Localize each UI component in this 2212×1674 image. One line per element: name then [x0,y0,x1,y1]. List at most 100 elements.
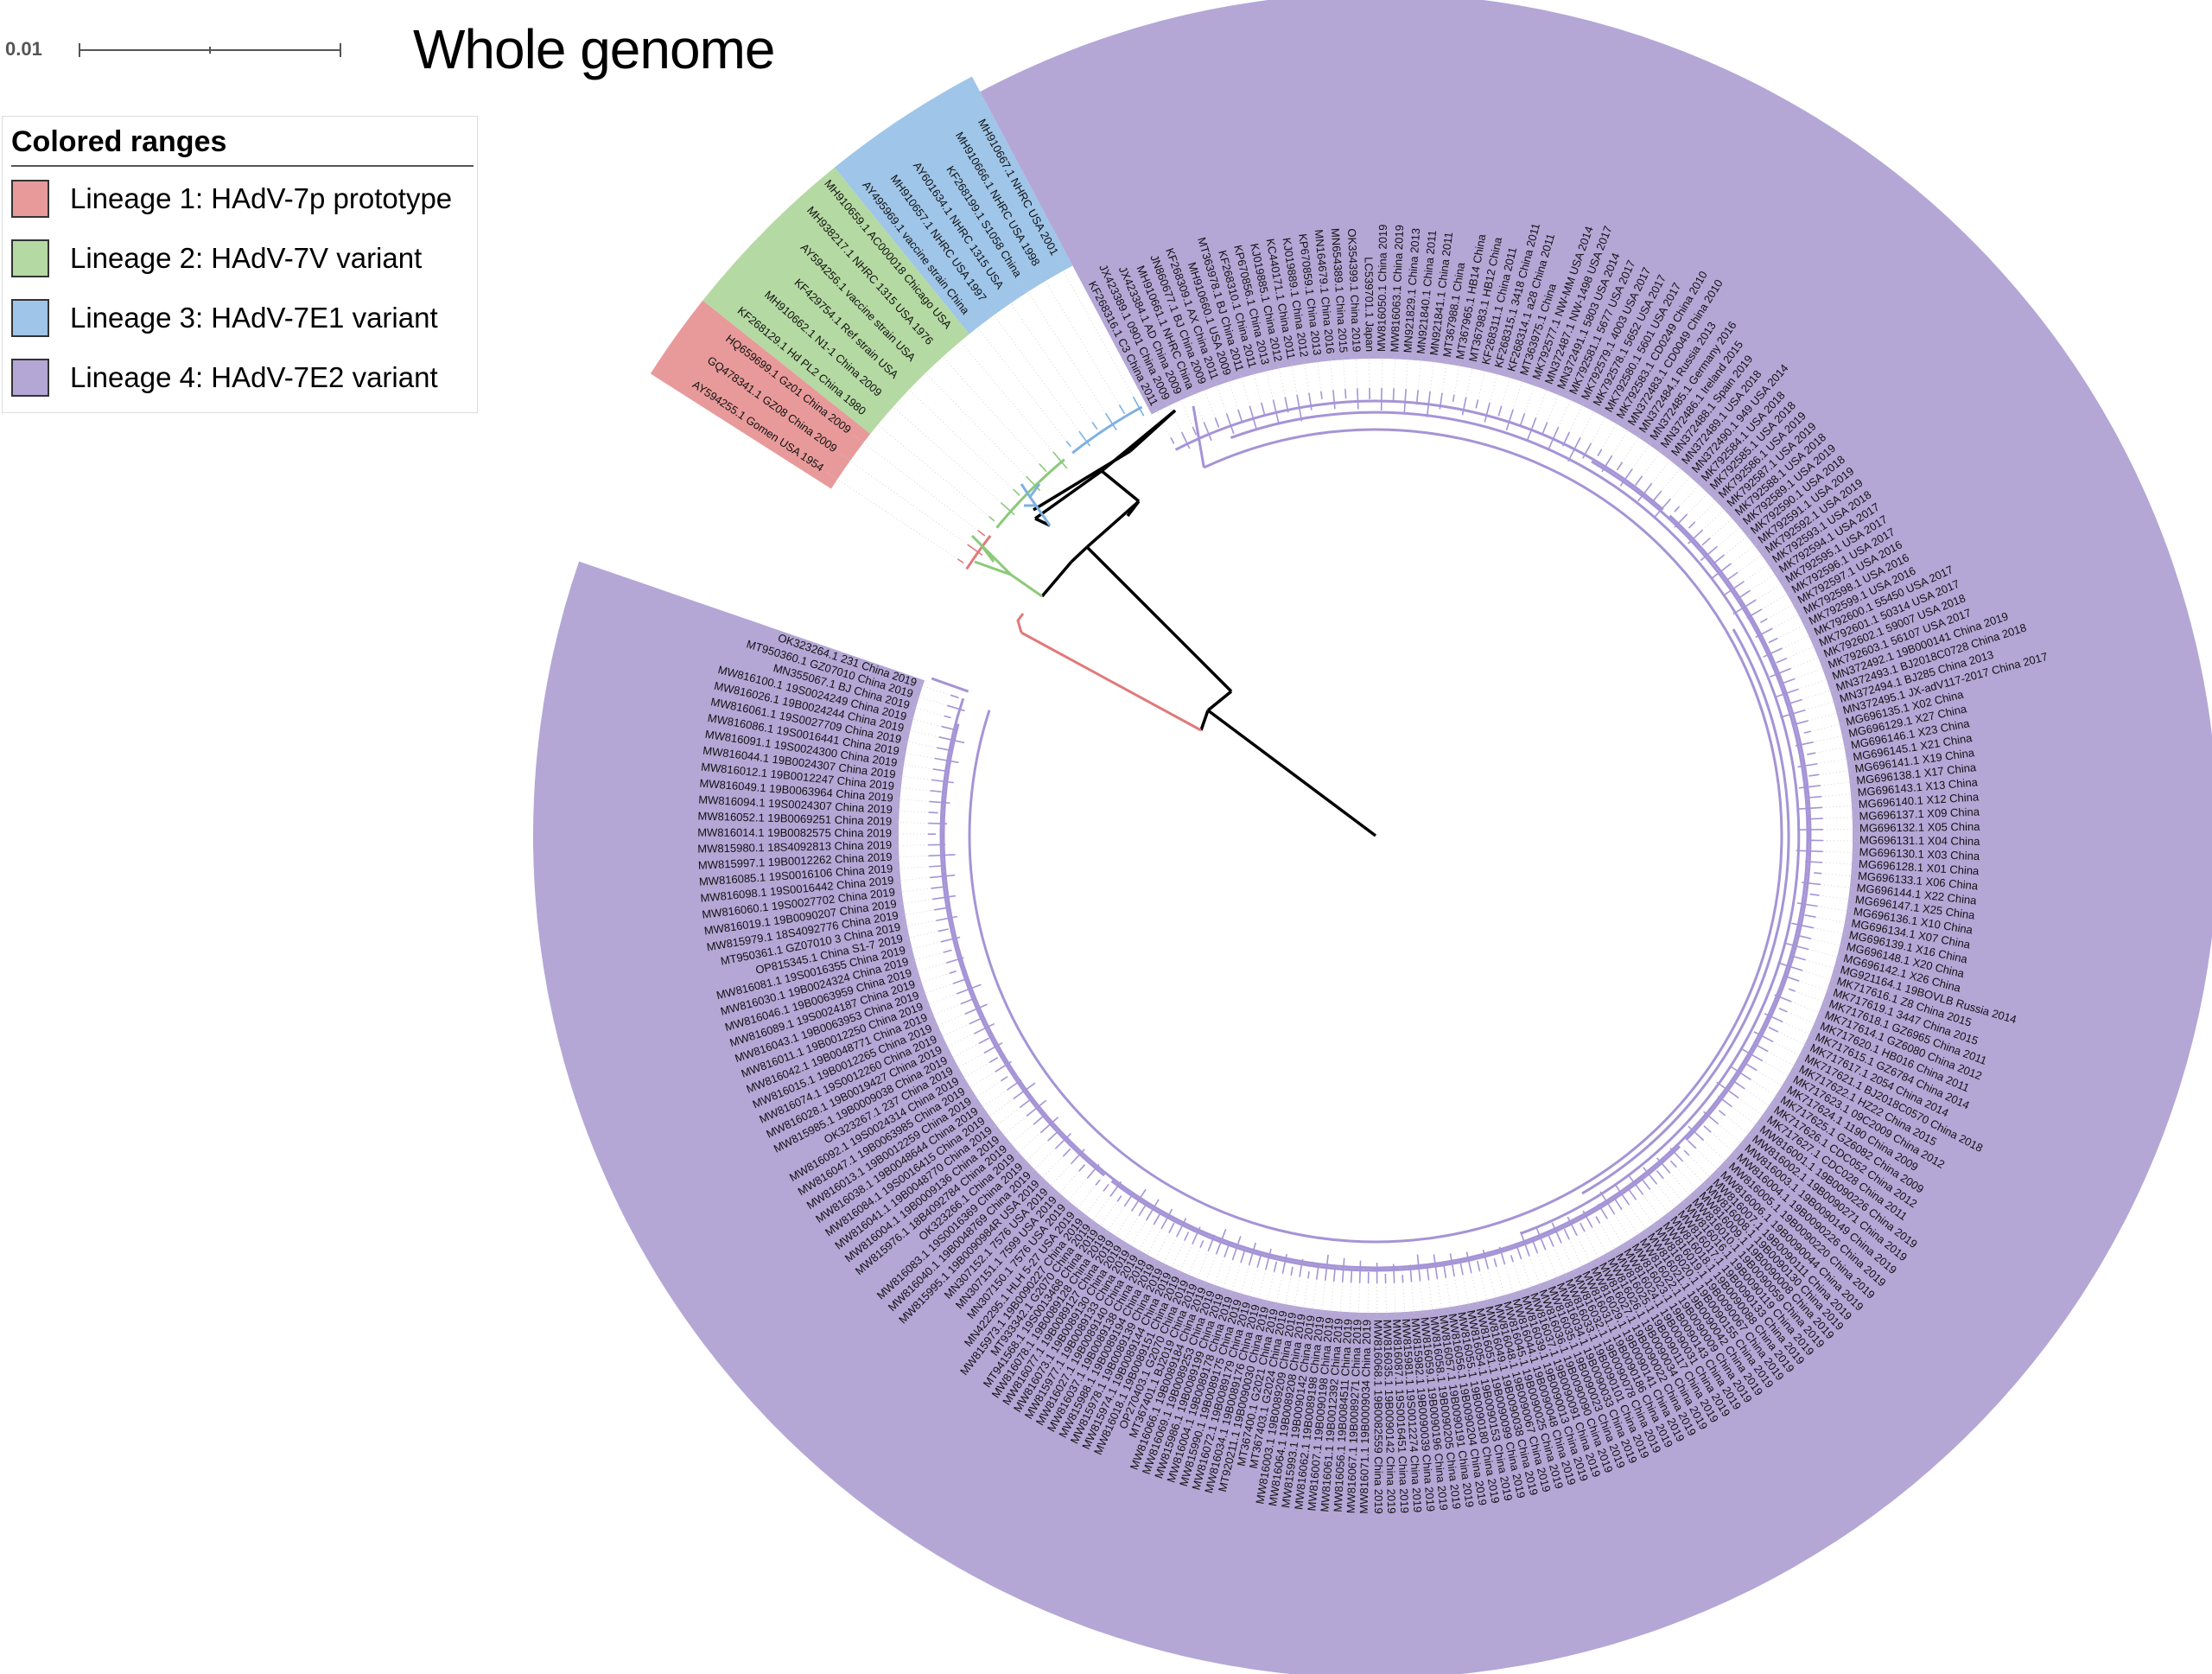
tip-branch [983,1042,1003,1054]
backbone-branch [1126,500,1141,518]
backbone-branch [1070,545,1089,563]
backbone-branch [1040,560,1073,598]
tip-branch [931,779,954,784]
tip-branch [1308,392,1313,411]
guide-line [1001,290,1093,423]
tip-branch [1505,409,1514,431]
tip-branch [947,704,965,712]
guide-line [898,379,1014,490]
tip-branch [1265,1248,1272,1270]
figure-title: Whole genome [413,18,775,80]
leaf-label: MG696131.1 X04 China [1859,833,1980,848]
tip-branch [1358,1260,1362,1283]
tip-branch [1768,637,1778,644]
tip-branch [943,949,952,953]
legend-item-lineage-4: Lineage 4: HAdV-7E2 variant [11,358,438,398]
guide-line [932,346,1040,465]
legend-swatch-lineage-2 [11,239,49,277]
leaf-label: MW816068.1 19B0082559 China 2019 [1371,1320,1385,1514]
legend-swatch-lineage-3 [11,299,49,337]
tip-branch [1132,396,1145,417]
scale-bar-label: 0.01 [5,38,42,60]
tip-branch [1759,618,1768,624]
tip-branch [1192,426,1198,436]
clade-arc [965,535,992,570]
tip-branch [1052,451,1068,469]
tip-branch [1465,1251,1472,1274]
leaf-label: OK354399.1 China 2019 [1345,228,1363,353]
tip-branch [1240,1249,1246,1263]
tip-branch [1753,1031,1774,1042]
tip-branch [1776,658,1787,664]
lineage-4-stem [1192,405,1205,468]
legend-label-lineage-2: Lineage 2: HAdV-7V variant [70,242,423,274]
dotted-guide-lines [824,258,1856,1316]
clade-arc [1071,405,1143,455]
tip-branch [1642,1179,1651,1190]
sector-lineage-4 [532,0,2212,1674]
tip-branch [1726,571,1738,582]
tip-branch [1627,1187,1637,1200]
tip-branch [1261,402,1266,417]
tip-branch [1307,1271,1310,1279]
lineage-4-internal-arc [1230,411,1801,1235]
legend-swatch-lineage-1 [11,180,49,218]
tip-branch [1763,647,1783,658]
legend-title: Colored ranges [11,125,227,158]
tip-branch [1757,1045,1769,1053]
tip-branch [1808,795,1822,799]
tip-branch [1078,1164,1086,1172]
tip-branch [1703,1125,1712,1133]
leaf-label: MG696130.1 X03 China [1859,845,1980,862]
tip-branch [967,544,983,557]
tip-branch [934,907,947,911]
clade-arc [995,458,1065,529]
tip-branch [1567,1216,1578,1236]
tip-branch [949,970,957,974]
tip-branch [1237,409,1243,422]
sector-lineage-3 [834,76,1073,334]
tip-branch [936,915,958,922]
tip-branch [1808,773,1820,777]
tip-branch [974,1022,995,1034]
tip-branch [1104,412,1117,431]
sector-lineage-1 [650,300,871,489]
tip-branch [1619,468,1633,487]
tip-branch [1180,431,1191,449]
sector-lineage-2 [702,167,969,434]
tip-branch [1791,922,1815,929]
guide-line [866,415,989,518]
tip-branch [1091,422,1098,430]
tip-branch [1095,1179,1101,1186]
tip-branch [1563,1228,1570,1240]
guide-line [1038,268,1120,405]
leaf-label: MG696132.1 X05 China [1859,820,1980,835]
tip-branch [1065,440,1071,448]
leaf-label: MW815980.1 18S4092813 China 2019 [697,838,892,856]
tip-branch [1768,1026,1779,1033]
clade-arc [1110,1145,1681,1272]
legend-item-lineage-3: Lineage 3: HAdV-7E1 variant [11,298,438,338]
tip-branch [1548,1234,1554,1247]
tip-branch [1116,1195,1122,1202]
tip-branch [1062,1148,1071,1157]
backbone-branch [1128,409,1177,453]
lineage-4-internal-arc [942,460,1809,1270]
lineage-1-tips [1016,613,1025,633]
legend-label-lineage-3: Lineage 3: HAdV-7E1 variant [70,302,438,334]
leaf-label: MW816050.1 China 2019 [1375,225,1389,353]
tip-branch [1807,752,1816,755]
backbone-branch [1033,469,1103,520]
tip-branch [1168,1222,1175,1233]
tip-branch [1214,417,1220,428]
leaf-label: MW816063.1 China 2019 [1388,225,1406,353]
guide-line [914,362,1027,477]
guide-line [968,315,1067,442]
tip-branch [1475,399,1479,409]
scale-bar [79,43,341,57]
tip-branch [1047,1131,1058,1142]
leaf-label: MW816035.1 19B0090142 China 2019 [1381,1320,1398,1514]
tip-branch [931,886,945,889]
backbone-branch [1085,500,1141,549]
